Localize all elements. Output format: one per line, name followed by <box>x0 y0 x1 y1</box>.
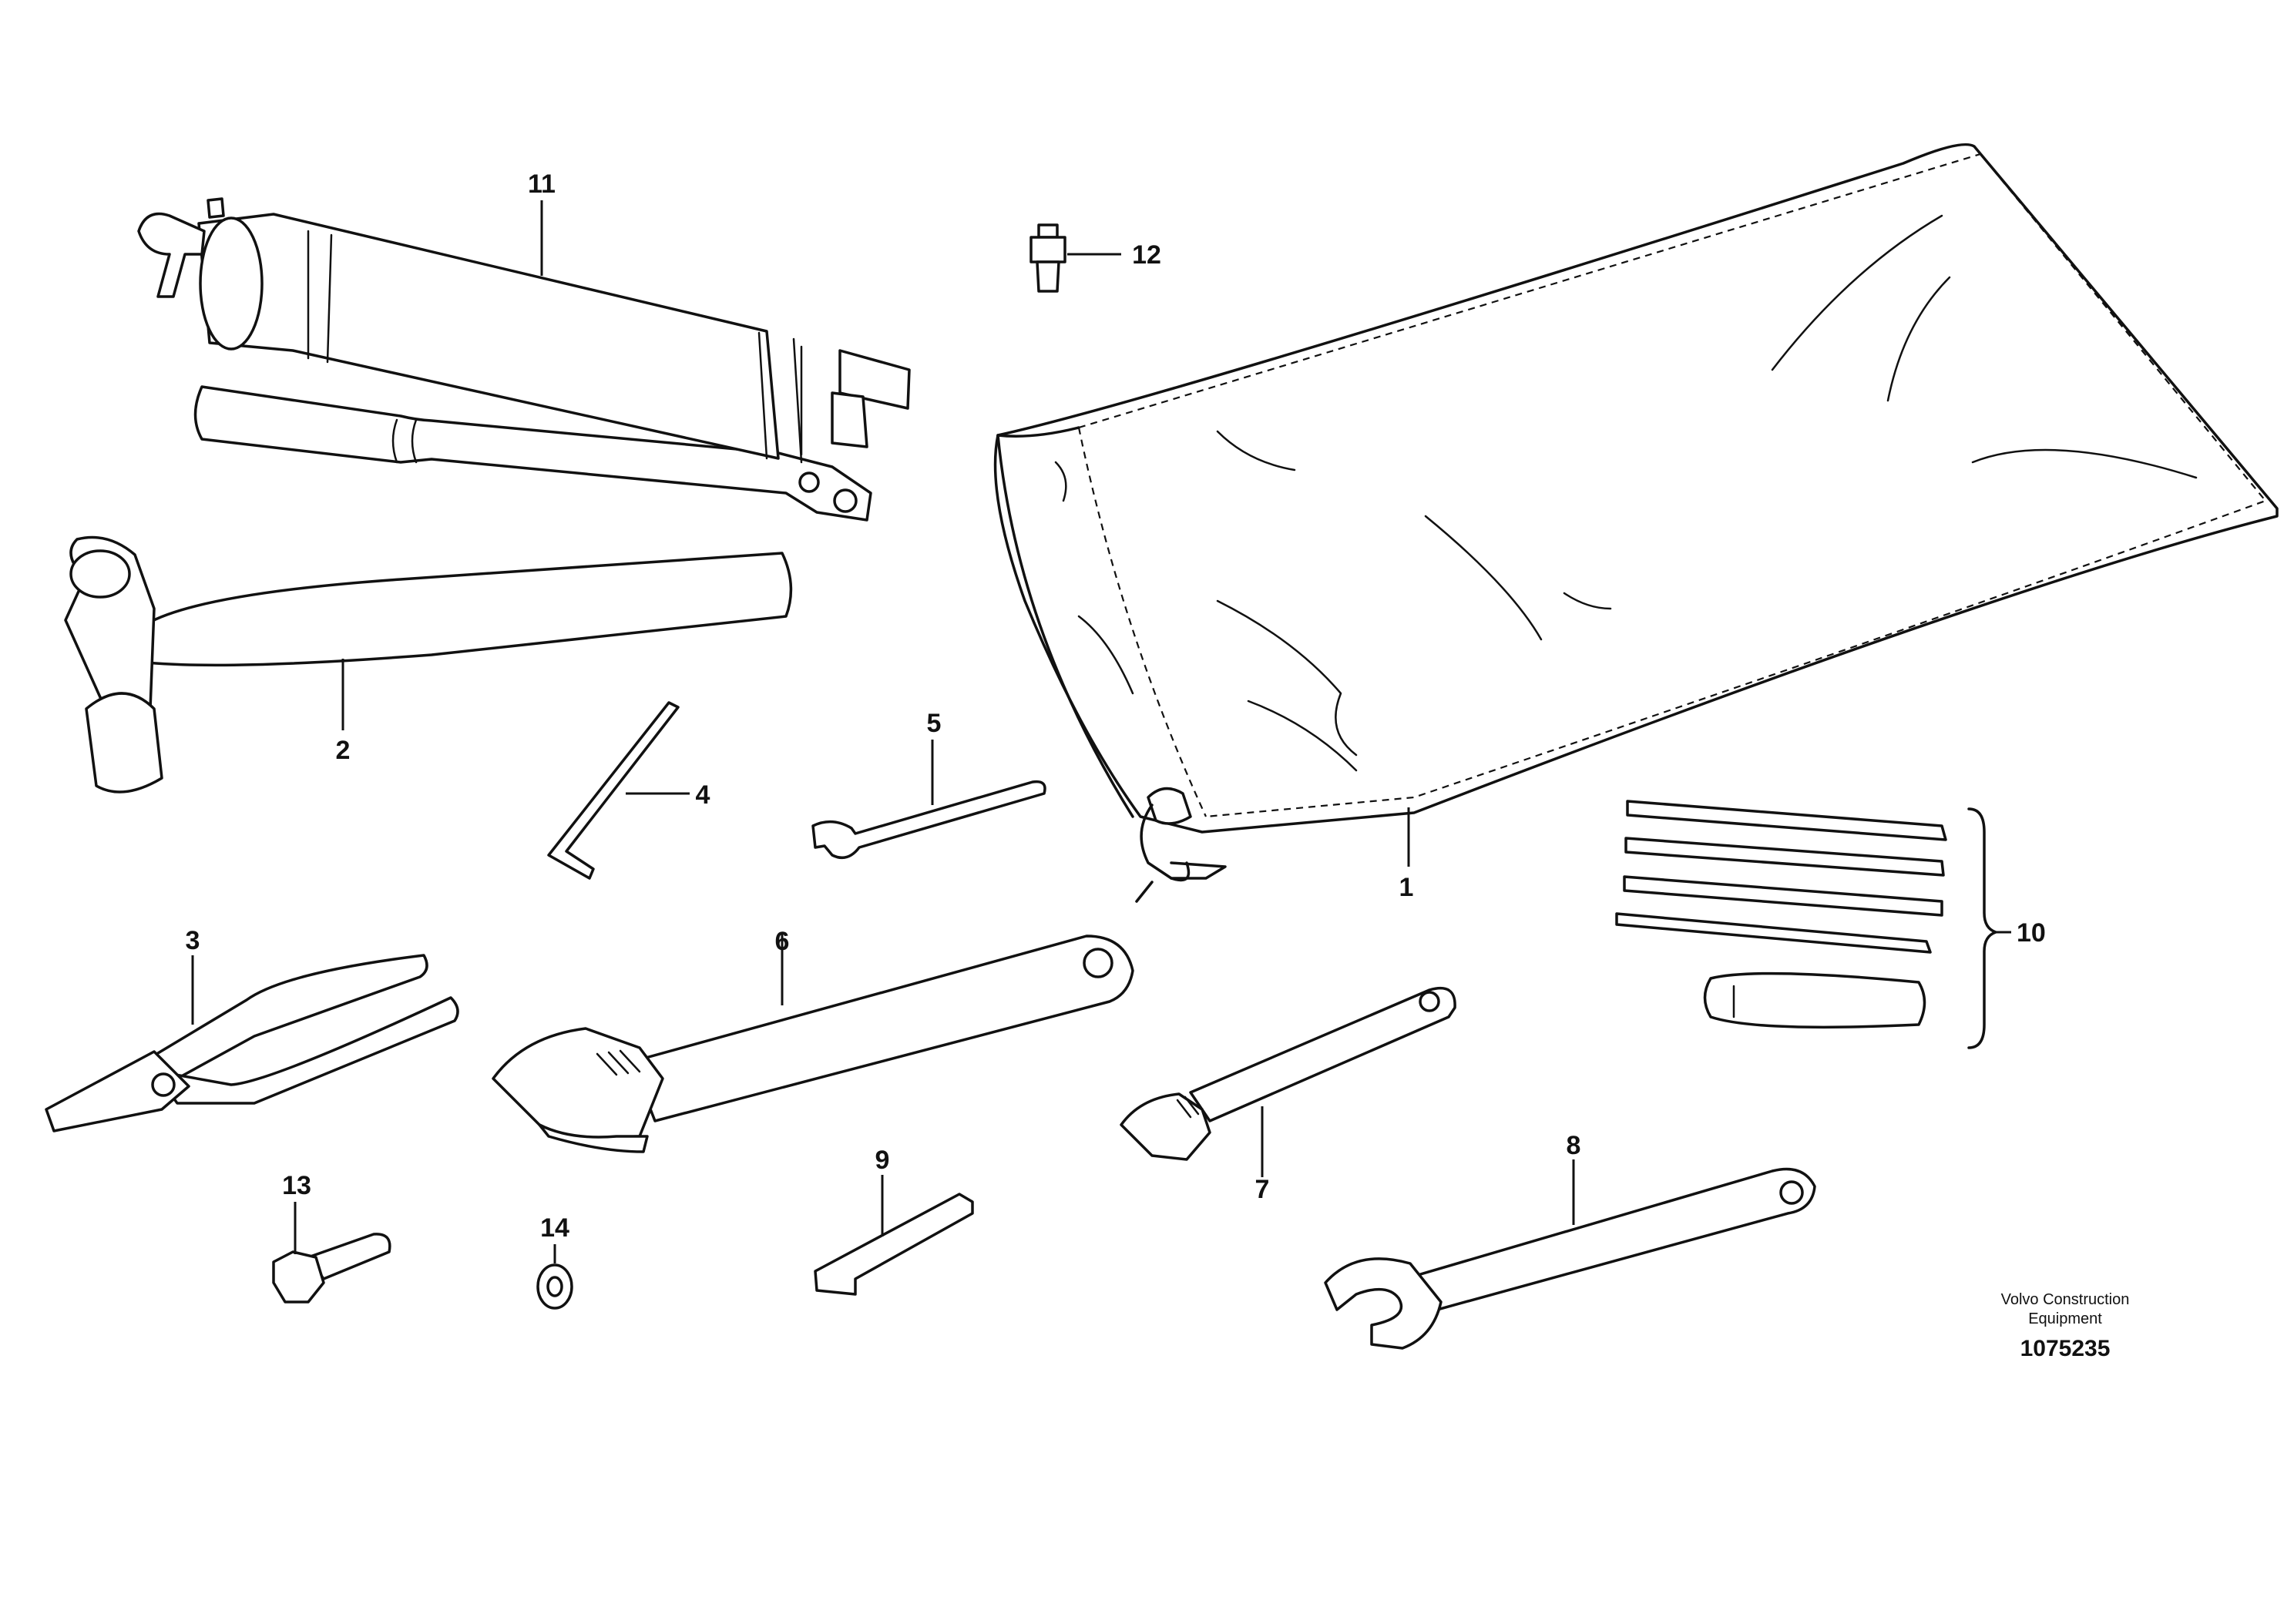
callout-8: 8 <box>1567 1131 1581 1160</box>
callout-9: 9 <box>875 1146 890 1175</box>
tool-bag-illustration <box>993 143 2279 903</box>
callout-1: 1 <box>1399 873 1414 902</box>
open-end-wrench-illustration <box>1324 1167 1816 1350</box>
washer-illustration <box>536 1263 573 1310</box>
callout-4: 4 <box>696 780 710 810</box>
screwdriver-set-illustration <box>1615 800 1997 1049</box>
grease-gun-illustration <box>137 197 911 522</box>
small-spanner-illustration <box>811 780 1046 860</box>
brand-line-2: Equipment <box>2028 1310 2102 1327</box>
callout-2: 2 <box>336 736 351 765</box>
callout-10: 10 <box>2017 918 2046 948</box>
callout-12: 12 <box>1132 240 1161 270</box>
callout-14: 14 <box>540 1213 569 1243</box>
large-adjustable-wrench-illustration <box>492 934 1134 1153</box>
drawing-number: 1075235 <box>2020 1336 2111 1361</box>
callout-11: 11 <box>528 169 556 199</box>
callout-7: 7 <box>1255 1175 1270 1204</box>
hex-key-illustration <box>547 701 680 880</box>
small-adjustable-wrench-illustration <box>1120 986 1456 1161</box>
callout-6: 6 <box>775 927 790 956</box>
callout-13: 13 <box>282 1171 311 1200</box>
grease-nipple-illustration <box>1029 223 1066 293</box>
bolt-illustration <box>272 1233 391 1304</box>
callout-3: 3 <box>186 926 200 955</box>
callout-5: 5 <box>927 709 942 738</box>
hammer-illustration <box>64 535 793 794</box>
brand-line-1: Volvo Construction <box>2001 1291 2130 1308</box>
pliers-illustration <box>45 954 459 1132</box>
flat-key-illustration <box>814 1193 974 1296</box>
